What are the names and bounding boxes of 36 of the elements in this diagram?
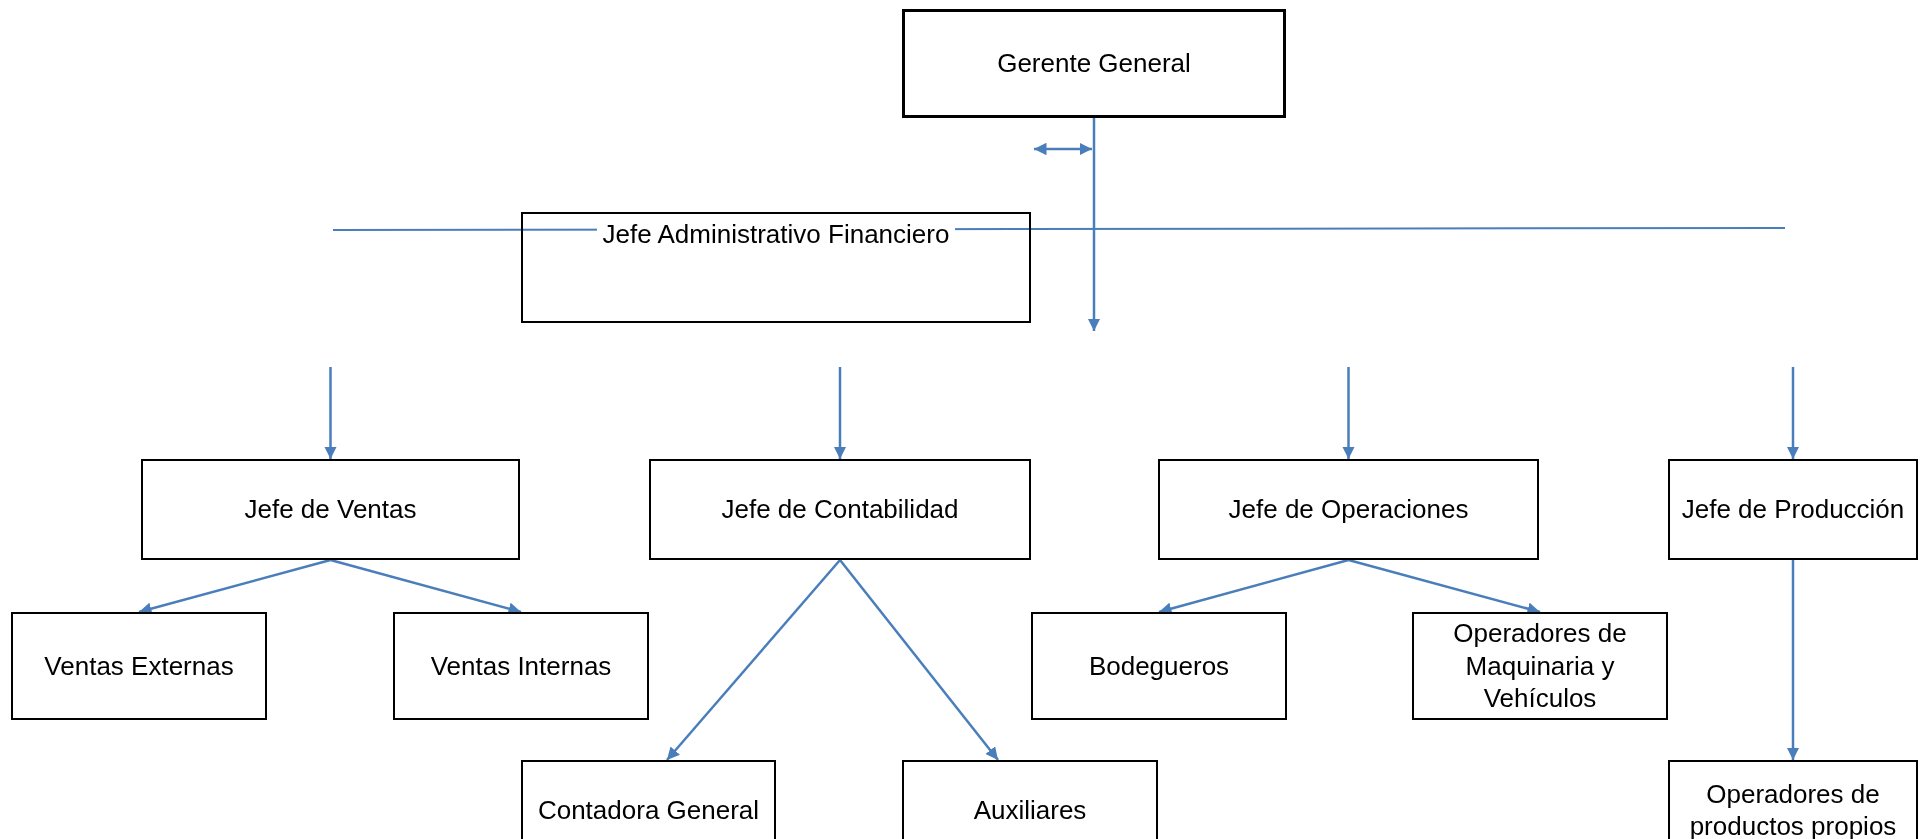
arrow (839, 559, 999, 761)
arrow (1087, 118, 1101, 331)
org-box (1668, 760, 1918, 839)
role-label: Jefe de Producción (1680, 493, 1906, 526)
arrow (833, 367, 847, 459)
org-box (521, 760, 776, 839)
role-label: Ventas Externas (43, 649, 235, 683)
org-box (649, 459, 1031, 560)
org-box (1412, 612, 1668, 720)
role-label: Operadores de Maquinaria y Vehículos (1452, 617, 1628, 715)
arrow (1786, 560, 1800, 760)
role-label: Jefe de Contabilidad (720, 493, 960, 526)
role-label: Auxiliares (972, 793, 1088, 827)
org-box (393, 612, 649, 720)
role-label: Bodegueros (1087, 649, 1231, 683)
org-box (521, 212, 1031, 323)
role-label: Gerente General (996, 47, 1192, 80)
role-label: Jefe de Operaciones (1227, 493, 1470, 526)
arrow (1348, 558, 1541, 615)
arrow (1786, 367, 1800, 459)
arrow (138, 558, 331, 615)
arrow (666, 559, 841, 761)
org-box (1668, 459, 1918, 560)
role-label: Ventas Internas (429, 649, 613, 683)
org-box (902, 760, 1158, 839)
org-box (11, 612, 267, 720)
org-box (1158, 459, 1539, 560)
role-label: Jefe de Ventas (243, 493, 418, 526)
arrow (1342, 367, 1355, 459)
arrow (324, 367, 337, 459)
arrow (1158, 558, 1349, 615)
org-box (141, 459, 520, 560)
org-box (1031, 612, 1287, 720)
org-box (902, 9, 1286, 118)
arrow (330, 558, 522, 615)
role-label: Contadora General (536, 793, 761, 827)
